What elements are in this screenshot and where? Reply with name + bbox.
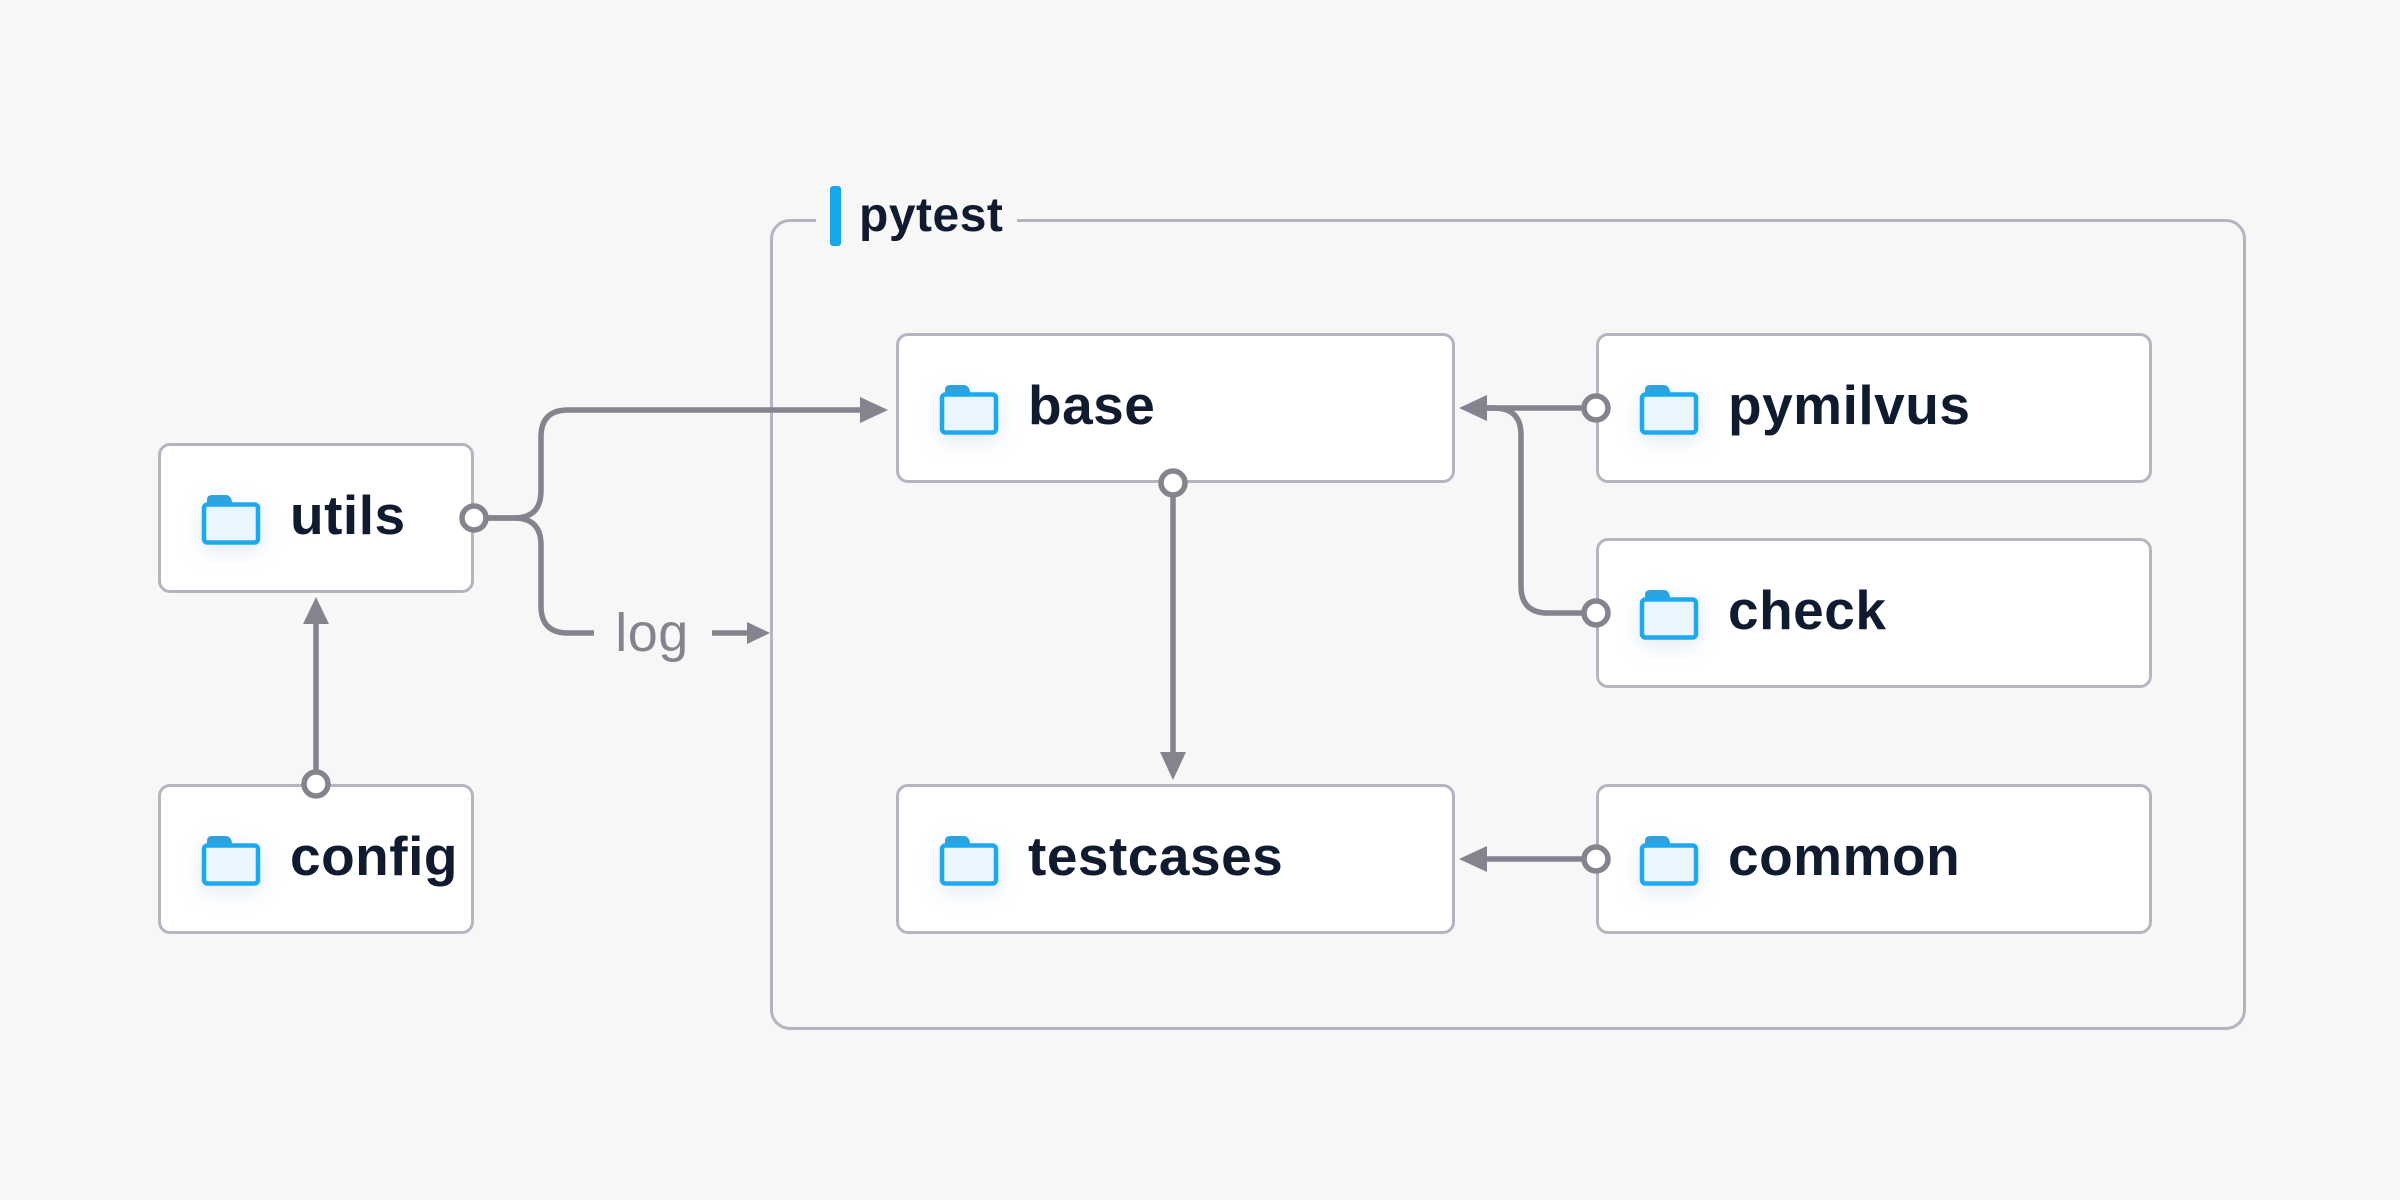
node-label: utils (290, 483, 406, 546)
accent-bar-icon (830, 186, 841, 246)
node-label: testcases (1028, 824, 1284, 887)
folder-icon (1639, 836, 1699, 886)
arrowhead-right-icon (747, 622, 770, 644)
arrowhead-up-icon (303, 597, 329, 624)
folder-icon (1639, 590, 1699, 640)
node-common: common (1596, 784, 2152, 934)
node-pymilvus: pymilvus (1596, 333, 2152, 483)
node-label: check (1728, 578, 1887, 641)
node-testcases: testcases (896, 784, 1455, 934)
edge-label-log: log (615, 603, 689, 663)
folder-icon (201, 495, 261, 545)
folder-icon (939, 836, 999, 886)
node-utils: utils (158, 443, 474, 593)
node-label: common (1728, 824, 1961, 887)
node-label: config (290, 824, 458, 887)
node-check: check (1596, 538, 2152, 688)
folder-icon (939, 385, 999, 435)
node-base: base (896, 333, 1455, 483)
node-config: config (158, 784, 474, 934)
container-title: pytest (859, 189, 1004, 242)
pytest-container (770, 219, 2246, 1030)
edge-utils-to-log (487, 515, 594, 636)
pytest-container-label: pytest (816, 183, 1018, 249)
node-label: base (1028, 373, 1156, 436)
folder-icon (201, 836, 261, 886)
folder-icon (1639, 385, 1699, 435)
node-label: pymilvus (1728, 373, 1971, 436)
